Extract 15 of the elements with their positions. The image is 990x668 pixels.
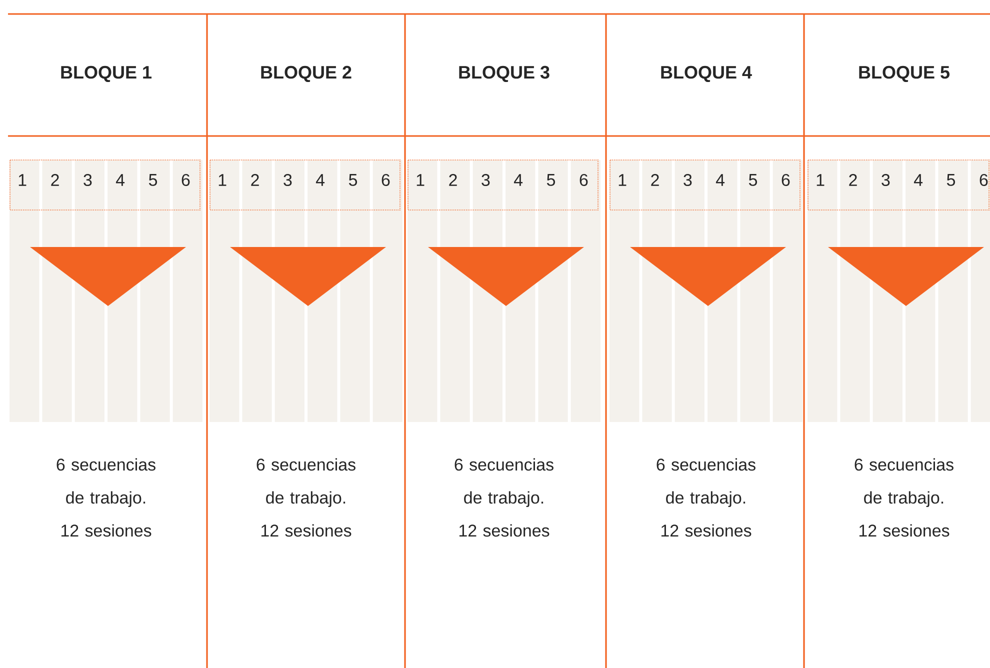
- block-heading: BLOQUE 3: [459, 66, 550, 82]
- block-heading: BLOQUE 2: [261, 66, 352, 82]
- block-heading: BLOQUE 1: [61, 66, 152, 82]
- block-heading: BLOQUE 4: [661, 66, 752, 82]
- number-box: 1 2 3 4 5 6: [610, 160, 800, 210]
- description-text: 6 secuencias de trabajo. 12 sesiones: [256, 458, 356, 537]
- number-box: 1 2 3 4 5 6: [10, 160, 200, 210]
- description-text: 6 secuencias de trabajo. 12 sesiones: [56, 458, 156, 537]
- number-box: 1 2 3 4 5 6: [210, 160, 400, 210]
- number-box: 1 2 3 4 5 6: [408, 160, 598, 210]
- block-heading: BLOQUE 5: [859, 66, 950, 82]
- description-text: 6 secuencias de trabajo. 12 sesiones: [854, 458, 954, 537]
- number-box: 1 2 3 4 5 6: [808, 160, 990, 210]
- description-text: 6 secuencias de trabajo. 12 sesiones: [656, 458, 756, 537]
- description-text: 6 secuencias de trabajo. 12 sesiones: [454, 458, 554, 537]
